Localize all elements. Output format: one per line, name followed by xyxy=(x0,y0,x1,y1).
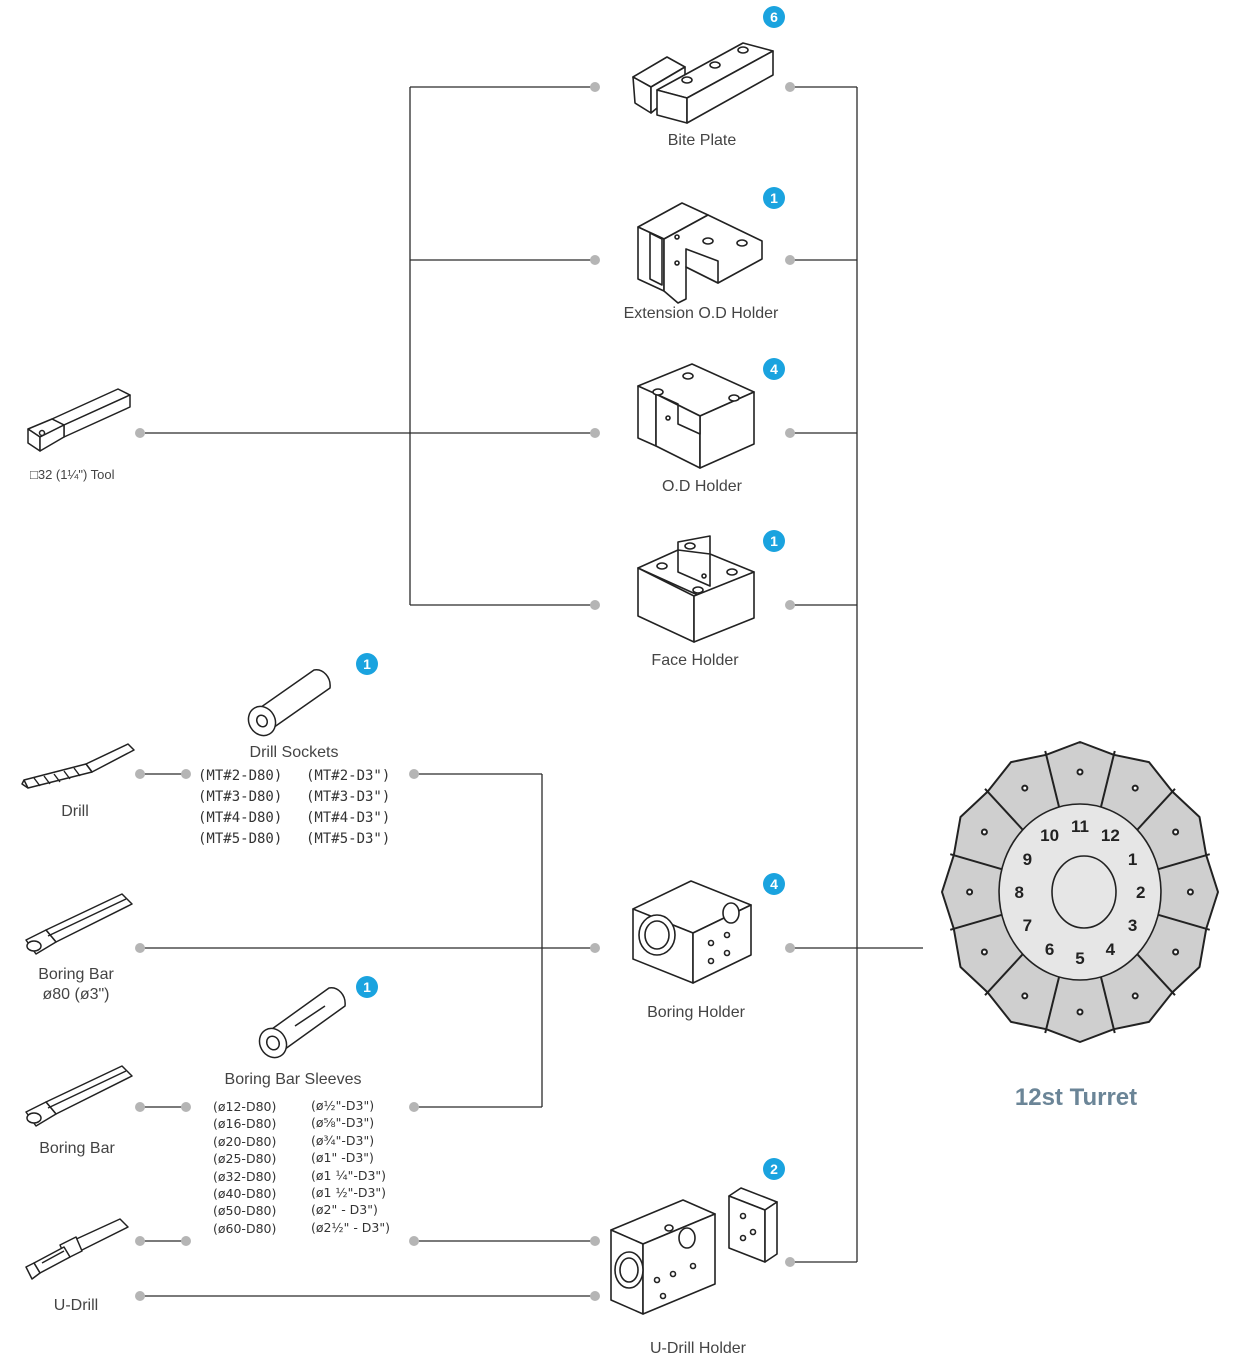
square-tool-label: □32 (1¼") Tool xyxy=(30,467,115,482)
turret-station-divider xyxy=(984,953,1024,996)
boring-bar-80-size: ø80 (ø3") xyxy=(42,986,110,1003)
turret-bolt-hole xyxy=(980,828,988,836)
boring-bar-sleeves-label: Boring Bar Sleeves xyxy=(224,1071,362,1088)
boring-bar-80-name: Boring Bar xyxy=(38,966,114,983)
turret-station-divider xyxy=(1044,976,1061,1034)
extension-od-holder-label: Extension O.D Holder xyxy=(623,305,779,322)
udrill-image xyxy=(25,1218,129,1280)
turret-bolt-hole xyxy=(1076,768,1084,776)
turret-station-divider xyxy=(1044,750,1061,808)
turret-bolt-hole xyxy=(1076,1008,1084,1016)
turret-station-number: 7 xyxy=(1023,916,1032,935)
drill-socket-image xyxy=(247,669,331,737)
turret-bolt-hole xyxy=(1021,992,1029,1000)
turret-station-number: 12 xyxy=(1101,826,1120,845)
turret-station-number: 9 xyxy=(1023,850,1032,869)
boring-bar-sleeves-metric-specs: (ø12-D80) (ø16-D80) (ø20-D80) (ø25-D80) … xyxy=(213,1099,277,1236)
boring-bar-80-image xyxy=(25,893,133,955)
turret-title: 12st Turret xyxy=(1014,1084,1138,1111)
square-tool-image xyxy=(27,388,131,452)
boring-holder-qty-badge: 4 xyxy=(763,873,785,895)
turret-station-divider xyxy=(949,853,1003,871)
bite-plate-qty-badge: 6 xyxy=(763,6,785,28)
boring-bar-80-label: Boring Bar ø80 (ø3") xyxy=(38,965,114,1005)
drill-sockets-metric-specs: (MT#2-D80) (MT#3-D80) (MT#4-D80) (MT#5-D… xyxy=(198,768,283,847)
turret-station-number: 8 xyxy=(1015,883,1024,902)
od-holder-label: O.D Holder xyxy=(661,478,743,495)
turret-bolt-hole xyxy=(1172,828,1180,836)
turret-bolt-hole xyxy=(966,888,974,896)
turret-bolt-hole xyxy=(980,948,988,956)
turret-station-divider xyxy=(984,788,1024,831)
bite-plate-label: Bite Plate xyxy=(667,132,737,149)
udrill-holder-image xyxy=(610,1187,778,1315)
turret-station-number: 3 xyxy=(1128,916,1137,935)
boring-holder-image xyxy=(632,880,752,984)
boring-bar-sleeve-image xyxy=(258,987,346,1059)
turret-station-divider xyxy=(1099,750,1116,808)
turret-station-divider xyxy=(1099,976,1116,1034)
turret-station-number: 1 xyxy=(1128,850,1137,869)
drill-label: Drill xyxy=(61,803,89,820)
boring-bar-image xyxy=(25,1065,133,1127)
drill-sockets-inch-specs: (MT#2-D3") (MT#3-D3") (MT#4-D3") (MT#5-D… xyxy=(306,768,391,847)
extension-od-holder-image xyxy=(637,202,763,304)
bite-plate-image xyxy=(632,42,774,124)
udrill-holder-label: U-Drill Holder xyxy=(649,1340,747,1357)
od-holder-qty-badge: 4 xyxy=(763,358,785,380)
turret-station-number: 11 xyxy=(1071,817,1089,836)
turret-station-divider xyxy=(1157,853,1211,871)
face-holder-qty-badge: 1 xyxy=(763,530,785,552)
boring-bar-sleeves-inch-specs: (ø½"-D3") (ø⅝"-D3") (ø¾"-D3") (ø1" -D3")… xyxy=(311,1098,391,1235)
drill-sockets-qty-badge: 1 xyxy=(356,653,378,675)
turret-station-number: 6 xyxy=(1045,940,1054,959)
udrill-holder-qty-badge: 2 xyxy=(763,1158,785,1180)
od-holder-image xyxy=(637,363,755,469)
extension-od-holder-qty-badge: 1 xyxy=(763,187,785,209)
turret-station-divider xyxy=(1136,788,1176,831)
turret-bolt-hole xyxy=(1131,784,1139,792)
turret-bolt-hole xyxy=(1186,888,1194,896)
turret-bolt-hole xyxy=(1131,992,1139,1000)
boring-bar-label: Boring Bar xyxy=(39,1140,115,1157)
face-holder-image xyxy=(637,535,755,643)
turret-station-divider xyxy=(1157,913,1211,931)
turret-station-number: 10 xyxy=(1040,826,1059,845)
turret-station-number: 4 xyxy=(1106,940,1116,959)
turret-bolt-hole xyxy=(1172,948,1180,956)
turret-bolt-hole xyxy=(1021,784,1029,792)
turret-station-number: 2 xyxy=(1136,883,1145,902)
turret-station-divider xyxy=(1136,953,1176,996)
turret-center-bore xyxy=(1051,855,1117,929)
drill-image xyxy=(21,743,135,789)
face-holder-label: Face Holder xyxy=(651,652,739,669)
turret-station-divider xyxy=(949,913,1003,931)
boring-holder-label: Boring Holder xyxy=(647,1004,745,1021)
udrill-label: U-Drill xyxy=(53,1297,99,1314)
drill-sockets-label: Drill Sockets xyxy=(249,744,339,761)
boring-bar-sleeves-qty-badge: 1 xyxy=(356,976,378,998)
turret-station-number: 5 xyxy=(1075,949,1084,968)
